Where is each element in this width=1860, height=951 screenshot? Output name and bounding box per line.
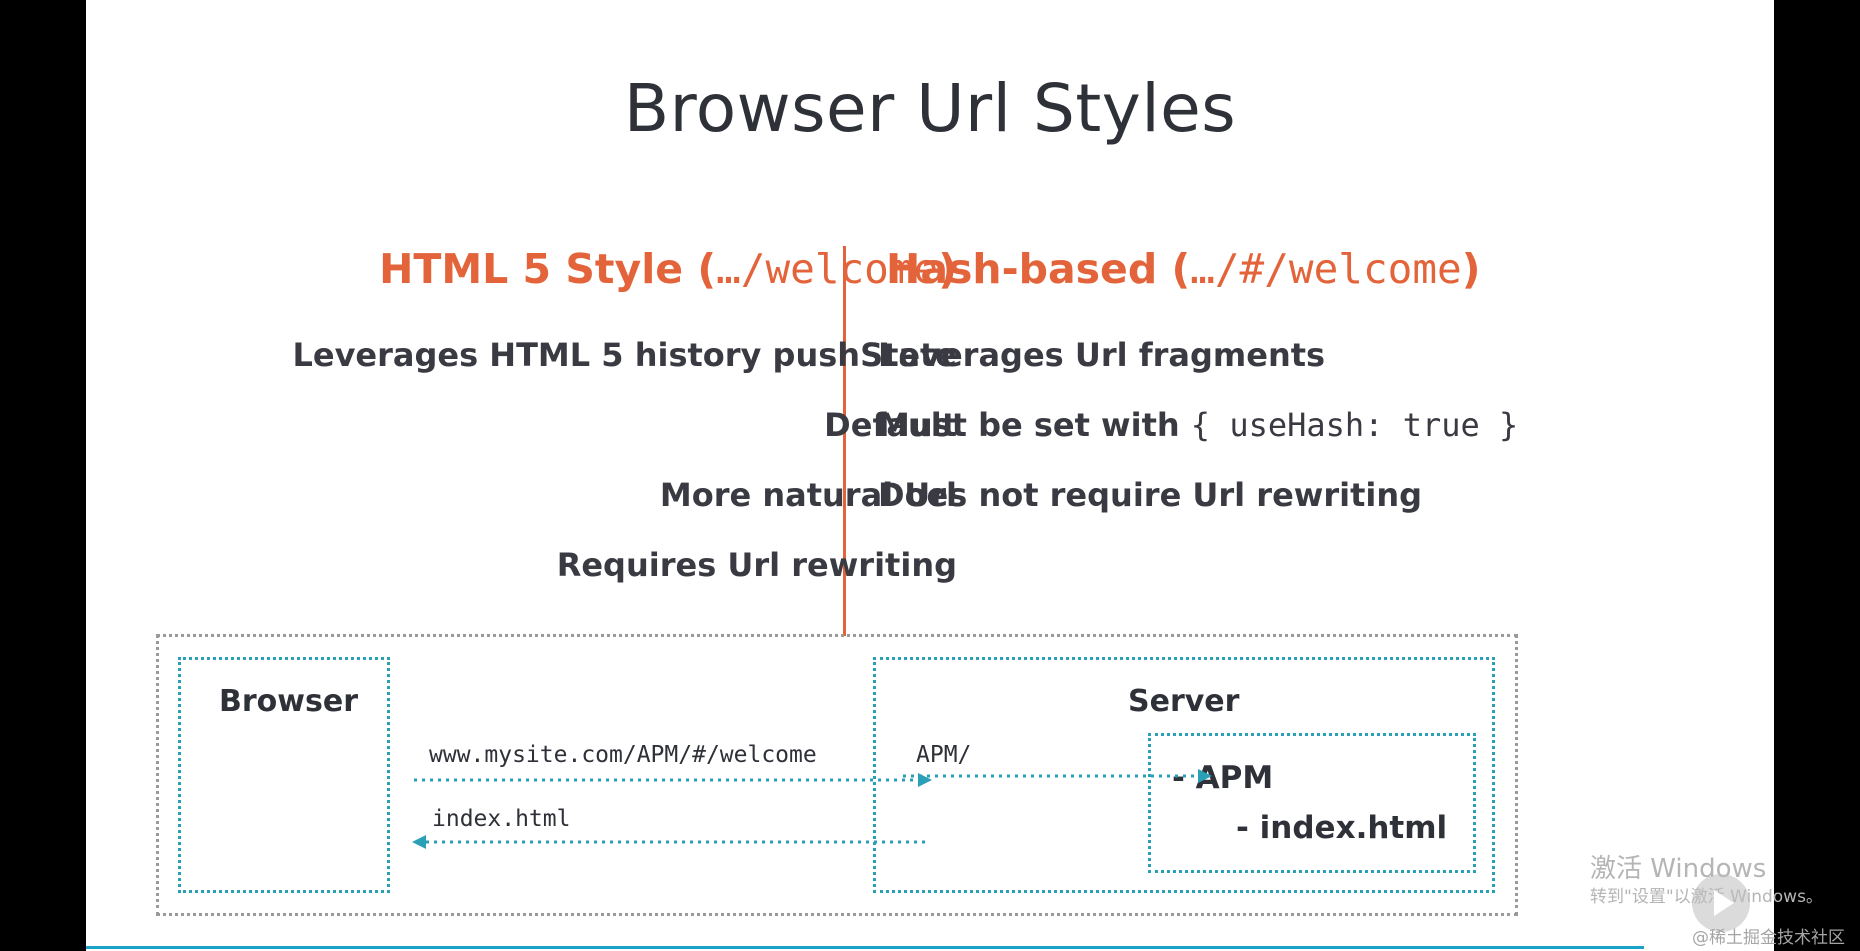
hash-item-fragments: Leverages Url fragments (878, 336, 1326, 374)
request-arrow (414, 773, 932, 787)
windows-activation-title: 激活 Windows (1590, 854, 1767, 884)
server-path-label: APM/ (916, 742, 972, 768)
hash-item-no-rewriting: Does not require Url rewriting (878, 476, 1423, 514)
response-file-label: index.html (432, 806, 571, 832)
html5-item-url-rewriting: Requires Url rewriting (556, 546, 957, 584)
html5-item-pushstate: Leverages HTML 5 history pushState (292, 336, 957, 374)
column-divider (843, 246, 846, 636)
browser-label: Browser (219, 684, 358, 719)
browser-box (178, 657, 390, 893)
site-credit: @稀土掘金技术社区 (1692, 928, 1845, 948)
html5-item-default: Default (824, 406, 957, 444)
usehash-config-code: { useHash: true } (1190, 406, 1519, 444)
hash-heading-path: …/#/welcome (1190, 245, 1462, 293)
slide-title: Browser Url Styles (623, 70, 1237, 147)
hash-based-heading: Hash-based (…/#/welcome) (886, 245, 1480, 293)
html5-heading-path: …/welcome (716, 245, 939, 293)
request-url-label: www.mysite.com/APM/#/welcome (429, 742, 817, 768)
html5-heading-close: ) (938, 245, 957, 293)
play-icon[interactable] (1692, 874, 1750, 932)
diagram-frame (156, 634, 1518, 916)
hash-item-usehash-text: Must be set with (878, 406, 1180, 444)
html5-style-heading: HTML 5 Style (…/welcome) (379, 245, 957, 293)
server-label: Server (1128, 684, 1240, 719)
hash-heading-text: Hash-based ( (886, 245, 1191, 293)
server-path-arrow (903, 769, 1212, 783)
server-folder-box (1148, 733, 1476, 873)
tree-folder-apm: - APM (1172, 760, 1274, 796)
video-progress-bar[interactable] (86, 946, 1644, 949)
server-box (873, 657, 1495, 893)
hash-item-usehash: Must be set with { useHash: true } (878, 406, 1518, 444)
html5-item-natural-url: More natural Url (659, 476, 957, 514)
tree-file-index: - index.html (1236, 810, 1448, 846)
html5-heading-text: HTML 5 Style ( (379, 245, 717, 293)
hash-heading-close: ) (1461, 245, 1481, 293)
response-arrow (412, 835, 930, 849)
